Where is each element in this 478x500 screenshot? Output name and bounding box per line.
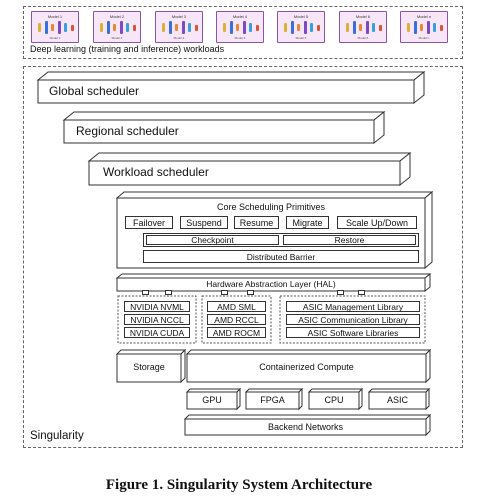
neural-network-icon [100, 20, 136, 35]
network-label: Backend Networks [267, 422, 344, 432]
regional-scheduler-label: Regional scheduler [76, 124, 179, 138]
model-label: Model 6 [355, 14, 371, 19]
lib-nvidia-nvml: NVIDIA NVML [124, 301, 190, 312]
model-label: Model 3 [171, 14, 187, 19]
neural-network-icon [284, 20, 320, 35]
model-label: Model 1 [47, 14, 63, 19]
figure-caption: Figure 1. Singularity System Architectur… [105, 477, 373, 493]
model-card: Model 6 Model 6 [339, 11, 387, 43]
model-footer: Model n [418, 36, 430, 40]
model-card: Model 4 Model 4 [216, 11, 264, 43]
model-footer: Model 3 [173, 36, 185, 40]
amd-group [201, 295, 272, 344]
asic-group [279, 295, 426, 344]
lib-nvidia-nccl: NVIDIA NCCL [124, 314, 190, 325]
hw-asic-label: ASIC [386, 395, 408, 405]
primitive-restore: Restore [283, 235, 416, 245]
workloads-caption: Deep learning (training and inference) w… [30, 44, 225, 54]
hw-cpu-label: CPU [324, 395, 344, 405]
model-card: Model 1 Model 1 [31, 11, 79, 43]
asic-box [368, 391, 427, 410]
hal-connector [337, 290, 344, 295]
compute-label: Containerized Compute [259, 362, 354, 372]
primitives-title: Core Scheduling Primitives [216, 202, 326, 212]
hal-connector [142, 290, 149, 295]
lib-amd-rccl: AMD RCCL [207, 314, 266, 325]
lib-amd-rocm: AMD ROCM [207, 327, 266, 338]
neural-network-icon [162, 20, 198, 35]
lib-amd-sml: AMD SML [207, 301, 266, 312]
primitive-suspend: Suspend [180, 216, 228, 229]
hal-connector [221, 290, 228, 295]
model-card: Model 3 Model 3 [155, 11, 203, 43]
storage-label: Storage [133, 362, 165, 372]
cpu-box [308, 391, 360, 410]
model-label: Model 4 [232, 14, 248, 19]
model-card: Model 2 Model 2 [93, 11, 141, 43]
primitive-checkpoint: Checkpoint [146, 235, 279, 245]
model-label: Model n [416, 14, 432, 19]
primitive-distributed-barrier: Distributed Barrier [143, 250, 419, 263]
lib-asic-software: ASIC Software Libraries [286, 327, 420, 338]
nvidia-group [117, 295, 197, 344]
regional-slab-front [63, 119, 375, 144]
primitive-migrate: Migrate [286, 216, 329, 229]
gpu-box [186, 391, 238, 410]
model-card: Model n Model n [400, 11, 448, 43]
neural-network-icon [346, 20, 382, 35]
lib-asic-communication: ASIC Communication Library [286, 314, 420, 325]
neural-network-icon [38, 20, 74, 35]
model-footer: Model 1 [49, 36, 61, 40]
compute-box-front [186, 353, 427, 383]
hal-connector [165, 290, 172, 295]
lib-asic-management: ASIC Management Library [286, 301, 420, 312]
model-footer: Model 2 [111, 36, 123, 40]
global-scheduler-label: Global scheduler [49, 84, 140, 98]
singularity-region [23, 66, 463, 448]
hal-label: Hardware Abstraction Layer (HAL) [206, 279, 336, 289]
storage-box-front [116, 353, 182, 383]
model-footer: Model 4 [234, 36, 246, 40]
model-card: Model 5 Model 5 [277, 11, 325, 43]
global-slab-front [37, 79, 415, 104]
hal-bar-front [116, 277, 426, 292]
hal-connector [358, 290, 365, 295]
lib-nvidia-cuda: NVIDIA CUDA [124, 327, 190, 338]
network-bar-front [184, 418, 427, 436]
model-label: Model 2 [109, 14, 125, 19]
singularity-label: Singularity [30, 430, 84, 442]
model-label: Model 5 [293, 14, 309, 19]
hal-connector [247, 290, 254, 295]
workload-scheduler-label: Workload scheduler [103, 165, 209, 179]
workload-slab-front [88, 160, 401, 186]
model-footer: Model 6 [357, 36, 369, 40]
fpga-box [245, 391, 300, 410]
primitive-scale-up-down: Scale Up/Down [337, 216, 417, 229]
model-footer: Model 5 [295, 36, 307, 40]
workloads-region [23, 6, 463, 59]
neural-network-icon [407, 20, 443, 35]
primitive-failover: Failover [125, 216, 173, 229]
neural-network-icon [223, 20, 259, 35]
hw-gpu-label: GPU [202, 395, 222, 405]
primitive-resume: Resume [234, 216, 279, 229]
hw-fpga-label: FPGA [260, 395, 285, 405]
